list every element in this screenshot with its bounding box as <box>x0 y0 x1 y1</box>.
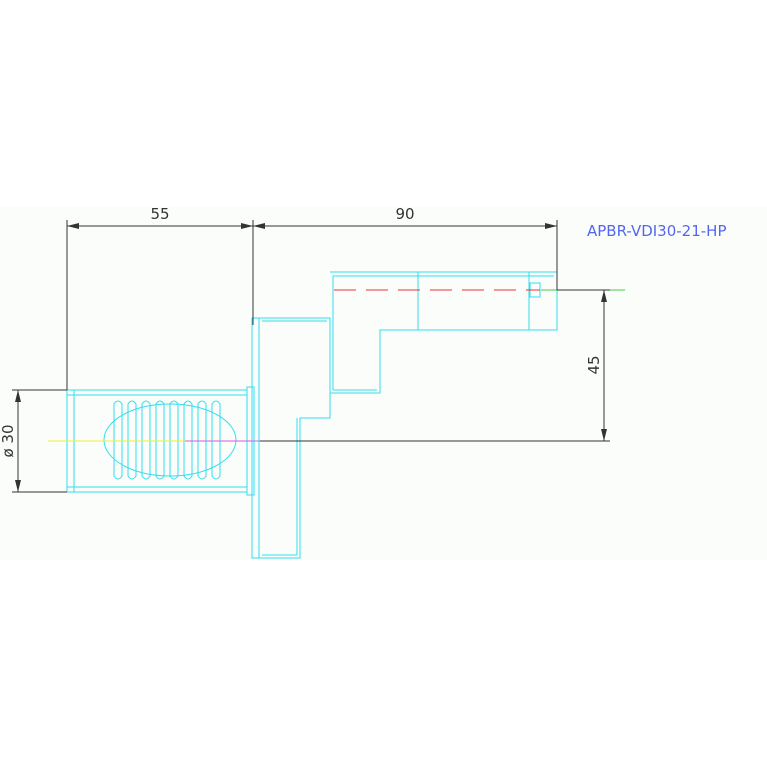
arrow-55-right <box>241 223 253 229</box>
dim-label-diameter: ø 30 <box>0 424 17 457</box>
arrow-90-right <box>545 223 557 229</box>
dimension-arrows <box>15 223 607 492</box>
part-code-label: APBR-VDI30-21-HP <box>587 222 727 240</box>
arrow-45-top <box>601 290 607 302</box>
arrow-90-left <box>253 223 265 229</box>
flange-plate <box>251 317 260 559</box>
dim-label-55: 55 <box>150 205 169 223</box>
dimension-lines <box>12 220 610 493</box>
part-outline <box>66 271 558 559</box>
arrow-dia-bottom <box>15 480 21 492</box>
dim-label-45: 45 <box>585 355 603 374</box>
centerlines <box>48 289 625 442</box>
offset-arm-inner <box>332 275 554 391</box>
arrow-dia-top <box>15 390 21 402</box>
offset-arm <box>330 271 558 394</box>
serration-teeth <box>113 400 221 480</box>
arrow-45-bottom <box>601 429 607 441</box>
drawing-area <box>0 207 767 560</box>
arrow-55-left <box>67 223 79 229</box>
tool-body <box>259 317 331 559</box>
dim-label-90: 90 <box>395 205 414 223</box>
